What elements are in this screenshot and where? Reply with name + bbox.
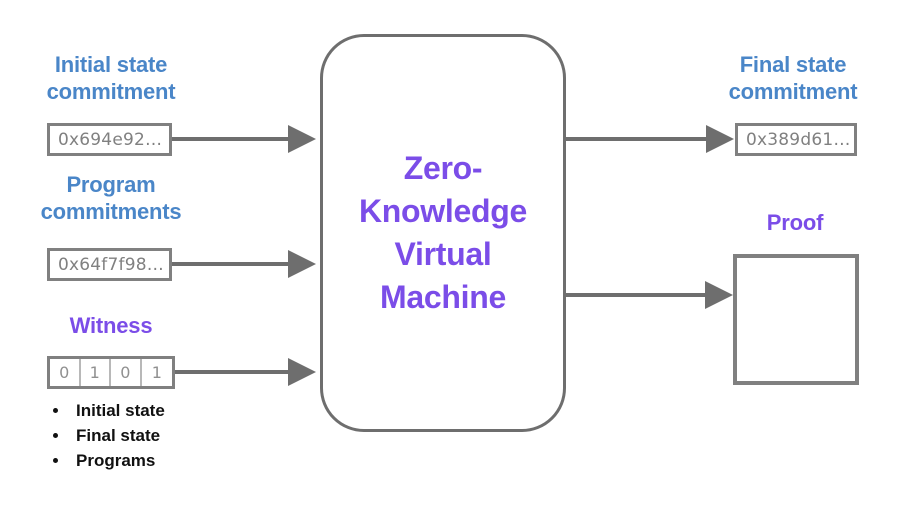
proof-label: Proof [766,210,824,235]
zkvm-title: Zero- Knowledge Virtual Machine [359,149,527,316]
list-item: Programs [70,448,290,473]
final-state-commitment-label: Final state commitment [728,52,858,104]
program-commitments-label: Program commitments [40,172,182,224]
witness-cell-2[interactable]: 0 [111,359,142,386]
witness-cell-0[interactable]: 0 [50,359,81,386]
list-item: Final state [70,423,290,448]
program-commitments-box[interactable]: 0x64f7f98… [47,248,172,281]
witness-notes-list: Initial state Final state Programs [48,398,290,473]
witness-label: Witness [69,313,153,338]
initial-state-commitment-value: 0x694e92… [58,129,163,150]
proof-box[interactable] [733,254,859,385]
final-state-commitment-value: 0x389d61… [746,129,851,150]
initial-state-commitment-label: Initial state commitment [46,52,176,104]
program-commitments-value: 0x64f7f98… [58,254,164,275]
initial-state-commitment-box[interactable]: 0x694e92… [47,123,172,156]
list-item: Initial state [70,398,290,423]
zkvm-box[interactable]: Zero- Knowledge Virtual Machine [320,34,566,432]
witness-strip[interactable]: 0 1 0 1 [47,356,175,389]
witness-cell-3[interactable]: 1 [151,363,162,382]
witness-cell-1[interactable]: 1 [81,359,112,386]
final-state-commitment-box[interactable]: 0x389d61… [735,123,857,156]
